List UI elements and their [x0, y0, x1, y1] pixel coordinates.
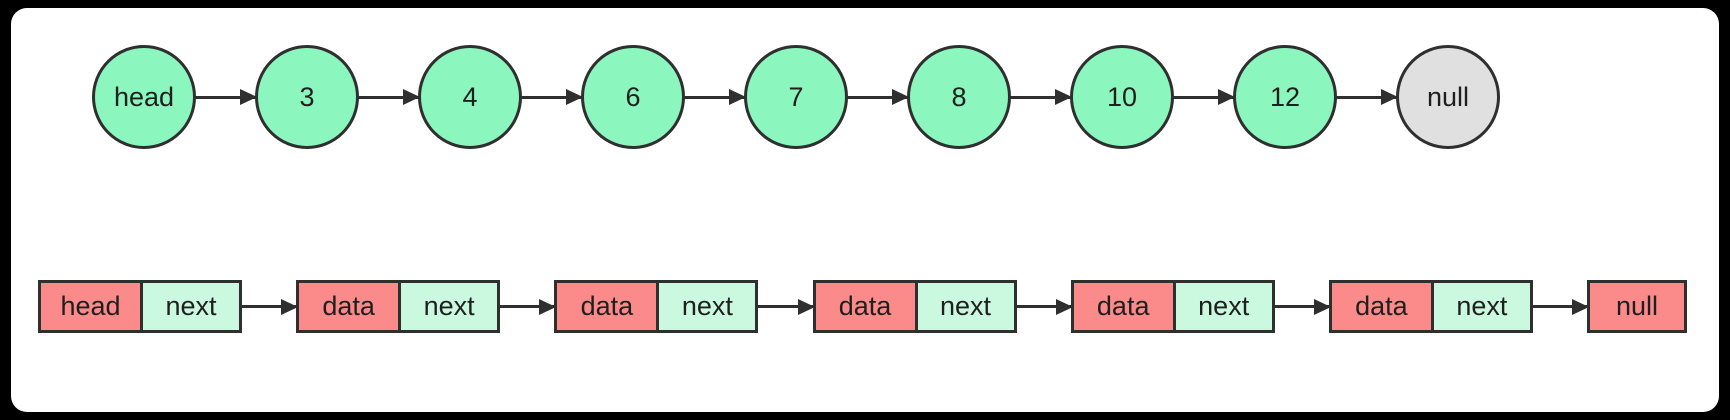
list-node-7: 7	[744, 45, 848, 149]
diagram-canvas: head 3 4 6 7 8 10 12 null head next data…	[11, 8, 1719, 412]
struct-node: data next	[812, 280, 1017, 333]
null-cell: null	[1590, 283, 1685, 330]
arrow-right-icon	[757, 305, 814, 308]
next-cell: next	[398, 283, 498, 330]
list-node-4: 4	[418, 45, 522, 149]
list-node-3: 3	[255, 45, 359, 149]
list-node-12: 12	[1233, 45, 1337, 149]
arrow-right-icon	[358, 95, 419, 99]
arrow-right-icon	[1010, 95, 1071, 99]
next-cell: next	[140, 283, 239, 330]
arrow-right-icon	[1173, 95, 1234, 99]
circle-linked-list: head 3 4 6 7 8 10 12 null	[92, 42, 1500, 152]
list-node-8: 8	[907, 45, 1011, 149]
data-cell: data	[1073, 283, 1173, 330]
list-node-head: head	[92, 45, 196, 149]
arrow-right-icon	[521, 95, 582, 99]
struct-node: data next	[296, 280, 501, 333]
struct-node: data next	[554, 280, 759, 333]
arrow-right-icon	[847, 95, 908, 99]
arrow-right-icon	[1336, 95, 1397, 99]
struct-node: data next	[1070, 280, 1275, 333]
data-cell: data	[815, 283, 915, 330]
arrow-right-icon	[1531, 305, 1589, 308]
next-cell: next	[914, 283, 1014, 330]
list-node-6: 6	[581, 45, 685, 149]
list-node-null: null	[1396, 45, 1500, 149]
next-cell: next	[1172, 283, 1272, 330]
data-cell: head	[41, 283, 140, 330]
struct-node-head: head next	[38, 280, 242, 333]
struct-node-null: null	[1587, 280, 1688, 333]
next-cell: next	[656, 283, 756, 330]
next-cell: next	[1430, 283, 1530, 330]
data-cell: data	[299, 283, 399, 330]
struct-linked-list: head next data next data next data next …	[38, 280, 1688, 333]
struct-node: data next	[1328, 280, 1533, 333]
arrow-right-icon	[241, 305, 298, 308]
arrow-right-icon	[499, 305, 556, 308]
arrow-right-icon	[1015, 305, 1072, 308]
arrow-right-icon	[1273, 305, 1330, 308]
arrow-right-icon	[195, 95, 256, 99]
data-cell: data	[557, 283, 657, 330]
arrow-right-icon	[684, 95, 745, 99]
data-cell: data	[1331, 283, 1431, 330]
list-node-10: 10	[1070, 45, 1174, 149]
